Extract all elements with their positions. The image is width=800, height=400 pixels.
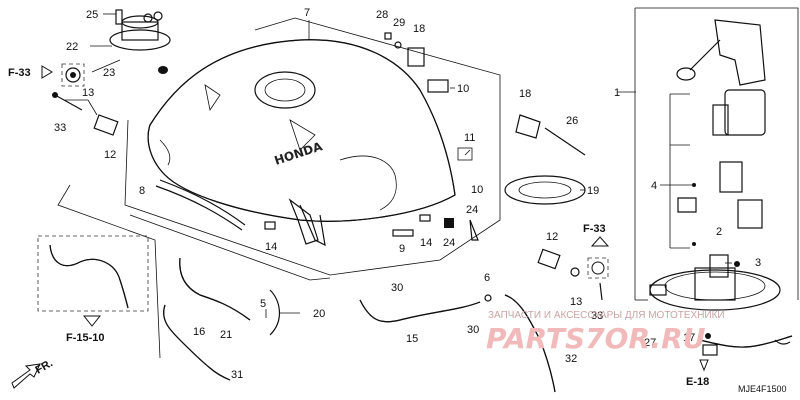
ref-f33-right: F-33 xyxy=(583,223,606,235)
callout-16: 16 xyxy=(193,326,205,338)
callout-24b: 24 xyxy=(443,237,455,249)
callout-12b: 12 xyxy=(546,231,558,243)
callout-3: 3 xyxy=(755,257,761,269)
front-label: FR. xyxy=(34,357,55,376)
reference-labels: F-33 F-33 F-15-10 E-18 FR. xyxy=(8,65,709,389)
callout-1: 1 xyxy=(614,87,620,99)
watermark-brand: PARTS7OR.RU xyxy=(486,322,706,355)
front-arrow-icon xyxy=(11,363,41,389)
group-frames xyxy=(57,7,799,359)
hoses xyxy=(37,235,793,393)
callout-32: 32 xyxy=(565,353,577,365)
callout-7: 7 xyxy=(304,7,310,19)
callout-19: 19 xyxy=(587,185,599,197)
diagram-code: MJE4F1500 xyxy=(738,384,787,394)
callout-9: 9 xyxy=(399,243,405,255)
callout-15: 15 xyxy=(406,333,418,345)
callout-33a: 33 xyxy=(54,122,66,134)
tank-brand-text: HONDA xyxy=(273,139,325,168)
callout-22: 22 xyxy=(66,41,78,53)
fuel-pump-assembly xyxy=(649,19,791,356)
callout-8: 8 xyxy=(139,185,145,197)
callout-13b: 13 xyxy=(570,296,582,308)
ref-f33-left: F-33 xyxy=(8,67,31,79)
callout-17: 17 xyxy=(683,332,695,344)
leader-lines xyxy=(65,13,732,318)
callout-4: 4 xyxy=(651,180,657,192)
callout-33b: 33 xyxy=(591,310,603,322)
ref-arrow-right-icon xyxy=(41,65,53,79)
callout-5: 5 xyxy=(260,298,266,310)
callout-20: 20 xyxy=(313,308,325,320)
callout-10a: 10 xyxy=(457,83,469,95)
callout-2: 2 xyxy=(716,226,722,238)
fuel-cap xyxy=(61,9,171,87)
callout-14a: 14 xyxy=(265,241,277,253)
callout-23: 23 xyxy=(103,67,115,79)
callout-18a: 18 xyxy=(413,23,425,35)
callout-31: 31 xyxy=(231,369,243,381)
callout-numbers: 1 2 3 4 5 6 7 8 9 10 10 11 12 12 13 13 1… xyxy=(54,7,761,381)
callout-25: 25 xyxy=(86,9,98,21)
watermark-caption: ЗАПЧАСТИ И АКСЕССУАРЫ ДЛЯ МОТОТЕХНИКИ xyxy=(488,310,725,321)
callout-21: 21 xyxy=(220,329,232,341)
callout-30b: 30 xyxy=(467,324,479,336)
callout-14b: 14 xyxy=(420,237,432,249)
ref-arrow-down-icon xyxy=(82,315,102,327)
ref-f1510: F-15-10 xyxy=(66,332,105,344)
ref-arrow-down-e18-icon xyxy=(699,359,709,372)
callout-13a: 13 xyxy=(82,87,94,99)
callout-26: 26 xyxy=(566,115,578,127)
callout-10b: 10 xyxy=(471,184,483,196)
callout-24a: 24 xyxy=(466,204,478,216)
ref-e18: E-18 xyxy=(686,376,709,388)
callout-12a: 12 xyxy=(104,149,116,161)
callout-6: 6 xyxy=(484,272,490,284)
callout-30a: 30 xyxy=(391,282,403,294)
ref-arrow-up-icon xyxy=(590,236,610,247)
watermark: ЗАПЧАСТИ И АКСЕССУАРЫ ДЛЯ МОТОТЕХНИКИ PA… xyxy=(486,310,725,355)
callout-28: 28 xyxy=(376,9,388,21)
callout-27: 27 xyxy=(644,337,656,349)
callout-29: 29 xyxy=(393,17,405,29)
callout-11: 11 xyxy=(464,132,475,144)
fuel-tank: HONDA xyxy=(147,39,456,247)
callout-18b: 18 xyxy=(519,88,531,100)
tank-hardware xyxy=(52,32,609,302)
